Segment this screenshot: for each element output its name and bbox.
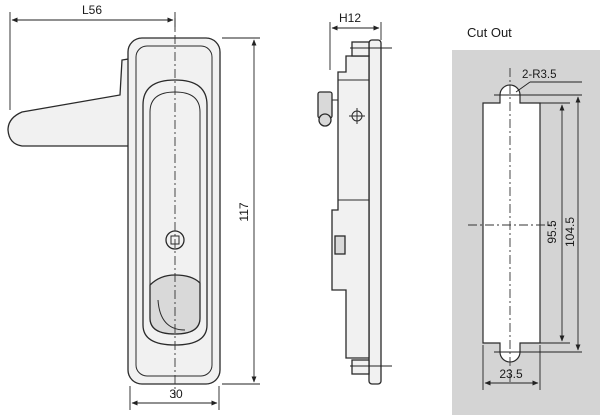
dim-955-label: 95.5 [545, 220, 559, 244]
lever-handle [7, 57, 136, 147]
side-body [331, 55, 370, 359]
front-view: L56 117 30 [7, 3, 260, 410]
side-flange [368, 39, 382, 385]
cutout-opening [482, 84, 541, 363]
cutout-view: Cut Out 2-R3.5 95.5 104.5 23.5 [452, 25, 600, 415]
dim-l56-label: L56 [82, 3, 102, 17]
lower-grip-curve [157, 299, 186, 331]
side-view: H12 [317, 11, 392, 385]
dim-117-label: 117 [237, 202, 251, 221]
side-bottom-stud [351, 359, 370, 375]
dim-30-label: 30 [169, 387, 183, 401]
dim-235-label: 23.5 [499, 367, 523, 381]
side-lock-slot [334, 235, 346, 255]
dim-r35-leader [515, 81, 531, 93]
dim-r35-label: 2-R3.5 [522, 69, 557, 81]
side-top-stud [351, 41, 370, 57]
lower-grip [149, 274, 201, 335]
cutout-title: Cut Out [467, 25, 512, 40]
lock-body-inner [135, 45, 213, 377]
dim-1045-label: 104.5 [563, 217, 577, 247]
side-cam-roller [318, 113, 332, 127]
dim-h12-label: H12 [339, 11, 361, 25]
